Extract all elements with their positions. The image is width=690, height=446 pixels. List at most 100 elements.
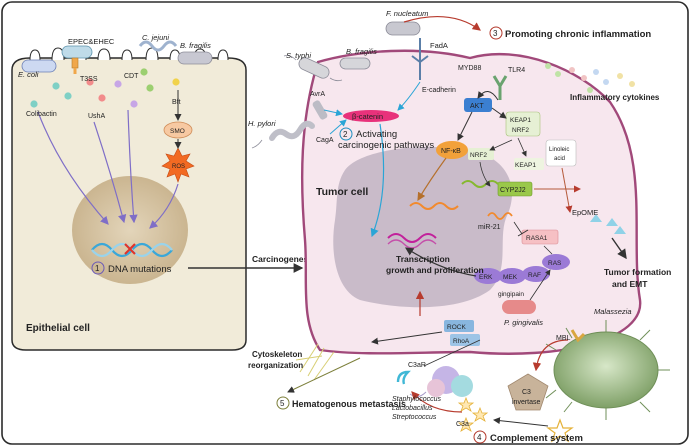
fnucleatum-inflammation-arrow	[403, 15, 481, 31]
inflammation-number: 3	[493, 29, 498, 38]
malassezia-label: Malassezia	[594, 307, 632, 316]
usha-arrow	[93, 121, 127, 224]
metastasis-number-circle	[276, 396, 290, 410]
caga-arrow	[329, 119, 347, 135]
keap1-node	[514, 158, 544, 170]
tumor-nucleus	[333, 146, 512, 308]
mir21-rasa1-inhibit	[513, 221, 523, 235]
e-coli-label: E. coli	[18, 70, 39, 79]
linoleic-epome-arrow	[561, 167, 573, 213]
keap1-nrf2-label-b: NRF2	[512, 127, 529, 134]
nrf2-split-arrow	[489, 139, 513, 151]
h-pylori-bacterium	[251, 120, 315, 149]
nrf2-cyp2j2-arrow	[479, 161, 491, 187]
transcription-dna	[387, 233, 437, 243]
cyp2j2-label: CYP2J2	[500, 187, 526, 194]
staphylococcus-label: Staphylococcus	[392, 396, 442, 403]
ras-node	[542, 254, 570, 270]
cytoskeleton-label-b: reorganization	[248, 361, 303, 370]
transcription-label-b: growth and proliferation	[386, 265, 484, 275]
erk-to-dna-arrow	[404, 247, 477, 277]
myd88-label: MYD88	[458, 65, 481, 72]
inflammation-label: Promoting chronic inflammation	[505, 29, 651, 40]
tlr4-akt-arrow	[477, 91, 499, 101]
inflammation-number-circle	[489, 26, 503, 40]
e-cadherin-label: E-cadherin	[422, 87, 456, 94]
cytokine-dots	[545, 63, 635, 93]
c3a-label: C3a	[456, 421, 469, 428]
c-jejuni-bacterium	[138, 40, 178, 52]
b-fragilis-bacterium-2	[339, 57, 371, 70]
rock-cytoskeleton-arrow	[371, 331, 443, 345]
rock-node	[444, 320, 474, 332]
tumor-formation-label-a: Tumor formation	[604, 267, 671, 277]
beta-catenin-label: β-catenin	[352, 112, 383, 121]
t3ss-needle	[71, 57, 79, 74]
ros-burst	[161, 147, 195, 183]
nfkb-node	[436, 141, 468, 159]
keap1-nrf2-node	[505, 111, 541, 137]
avra-label: AvrA	[310, 91, 325, 98]
orange-rna	[409, 202, 459, 210]
streptococcus-cell	[427, 379, 445, 397]
e-cadherin-receptor	[411, 38, 429, 80]
caga-label: CagA	[316, 137, 334, 144]
transcription-label-a: Transcription	[396, 254, 450, 264]
nfkb-to-rna-arrow	[417, 157, 447, 202]
nrf2-node	[468, 148, 494, 160]
b-fragilis-bacterium	[177, 51, 213, 65]
erk-node	[474, 268, 502, 284]
rasa1-node	[521, 229, 559, 245]
cdt-label: CDT	[124, 73, 139, 80]
mbl-convertase-arrow	[532, 339, 569, 372]
epome-triangle-2	[606, 218, 618, 226]
akt-label: AKT	[470, 103, 484, 110]
fada-label: FadA	[430, 41, 448, 50]
akt-nfkb-arrow	[457, 111, 473, 141]
rhoa-node	[450, 334, 480, 346]
mir21-label: miR-21	[478, 224, 501, 231]
mbl-lectin	[570, 329, 586, 343]
epome-triangle-3	[614, 226, 626, 234]
mek-label: MEK	[503, 274, 518, 281]
cyp2j2-gene	[461, 180, 499, 188]
carcinogenesis-label: Carcinogenesis	[252, 254, 316, 264]
dna-mutation-number-circle	[91, 261, 105, 275]
epi-bacteria	[21, 40, 213, 73]
keap1-split-arrow	[517, 137, 527, 157]
nrf2-label: NRF2	[470, 152, 487, 159]
s-typhi-label: S. typhi	[286, 51, 311, 60]
mir21-rna	[487, 212, 513, 220]
gingipain-ras-arrow	[529, 269, 551, 301]
c3-cleavage-arrow	[493, 417, 549, 427]
rasa1-label: RASA1	[526, 235, 548, 242]
tumor-bacteria	[251, 21, 421, 149]
cytoskeleton-label-a: Cytoskeleton	[252, 350, 302, 359]
lactobacillus-label: Lactobacillus	[392, 405, 433, 412]
nfkb-label: NF-κB	[441, 148, 461, 155]
b-fragilis-label-2: B. fragilis	[346, 47, 377, 56]
activating-label-b: carcinogenic pathways	[338, 140, 434, 151]
akt-node	[464, 98, 492, 112]
smo-enzyme	[163, 121, 193, 139]
activating-number: 2	[343, 130, 348, 139]
tumor-formation-label-b: and EMT	[612, 279, 648, 289]
c3a-to-c3ar-arrow	[411, 391, 463, 413]
raf-node	[522, 266, 550, 282]
b-fragilis-label: B. fragilis	[180, 41, 211, 50]
metastasis-arrow	[287, 357, 361, 393]
malassezia-cell	[545, 320, 670, 420]
c3a-stars	[457, 396, 489, 432]
streptococcus-label: Streptococcus	[392, 414, 437, 421]
tlr4-label: TLR4	[508, 67, 525, 74]
activating-label-a: Activating	[356, 129, 397, 140]
rhoa-label: RhoA	[453, 338, 470, 345]
mutation-x-icon	[124, 243, 136, 255]
epec-bacterium	[61, 45, 93, 59]
epome-triangle-1	[590, 214, 602, 222]
raf-label: RAF	[528, 272, 541, 279]
c3ar-label: C3aR	[408, 362, 426, 369]
toxin-dots	[30, 68, 180, 108]
rasa1-ras-arrow	[543, 245, 553, 255]
